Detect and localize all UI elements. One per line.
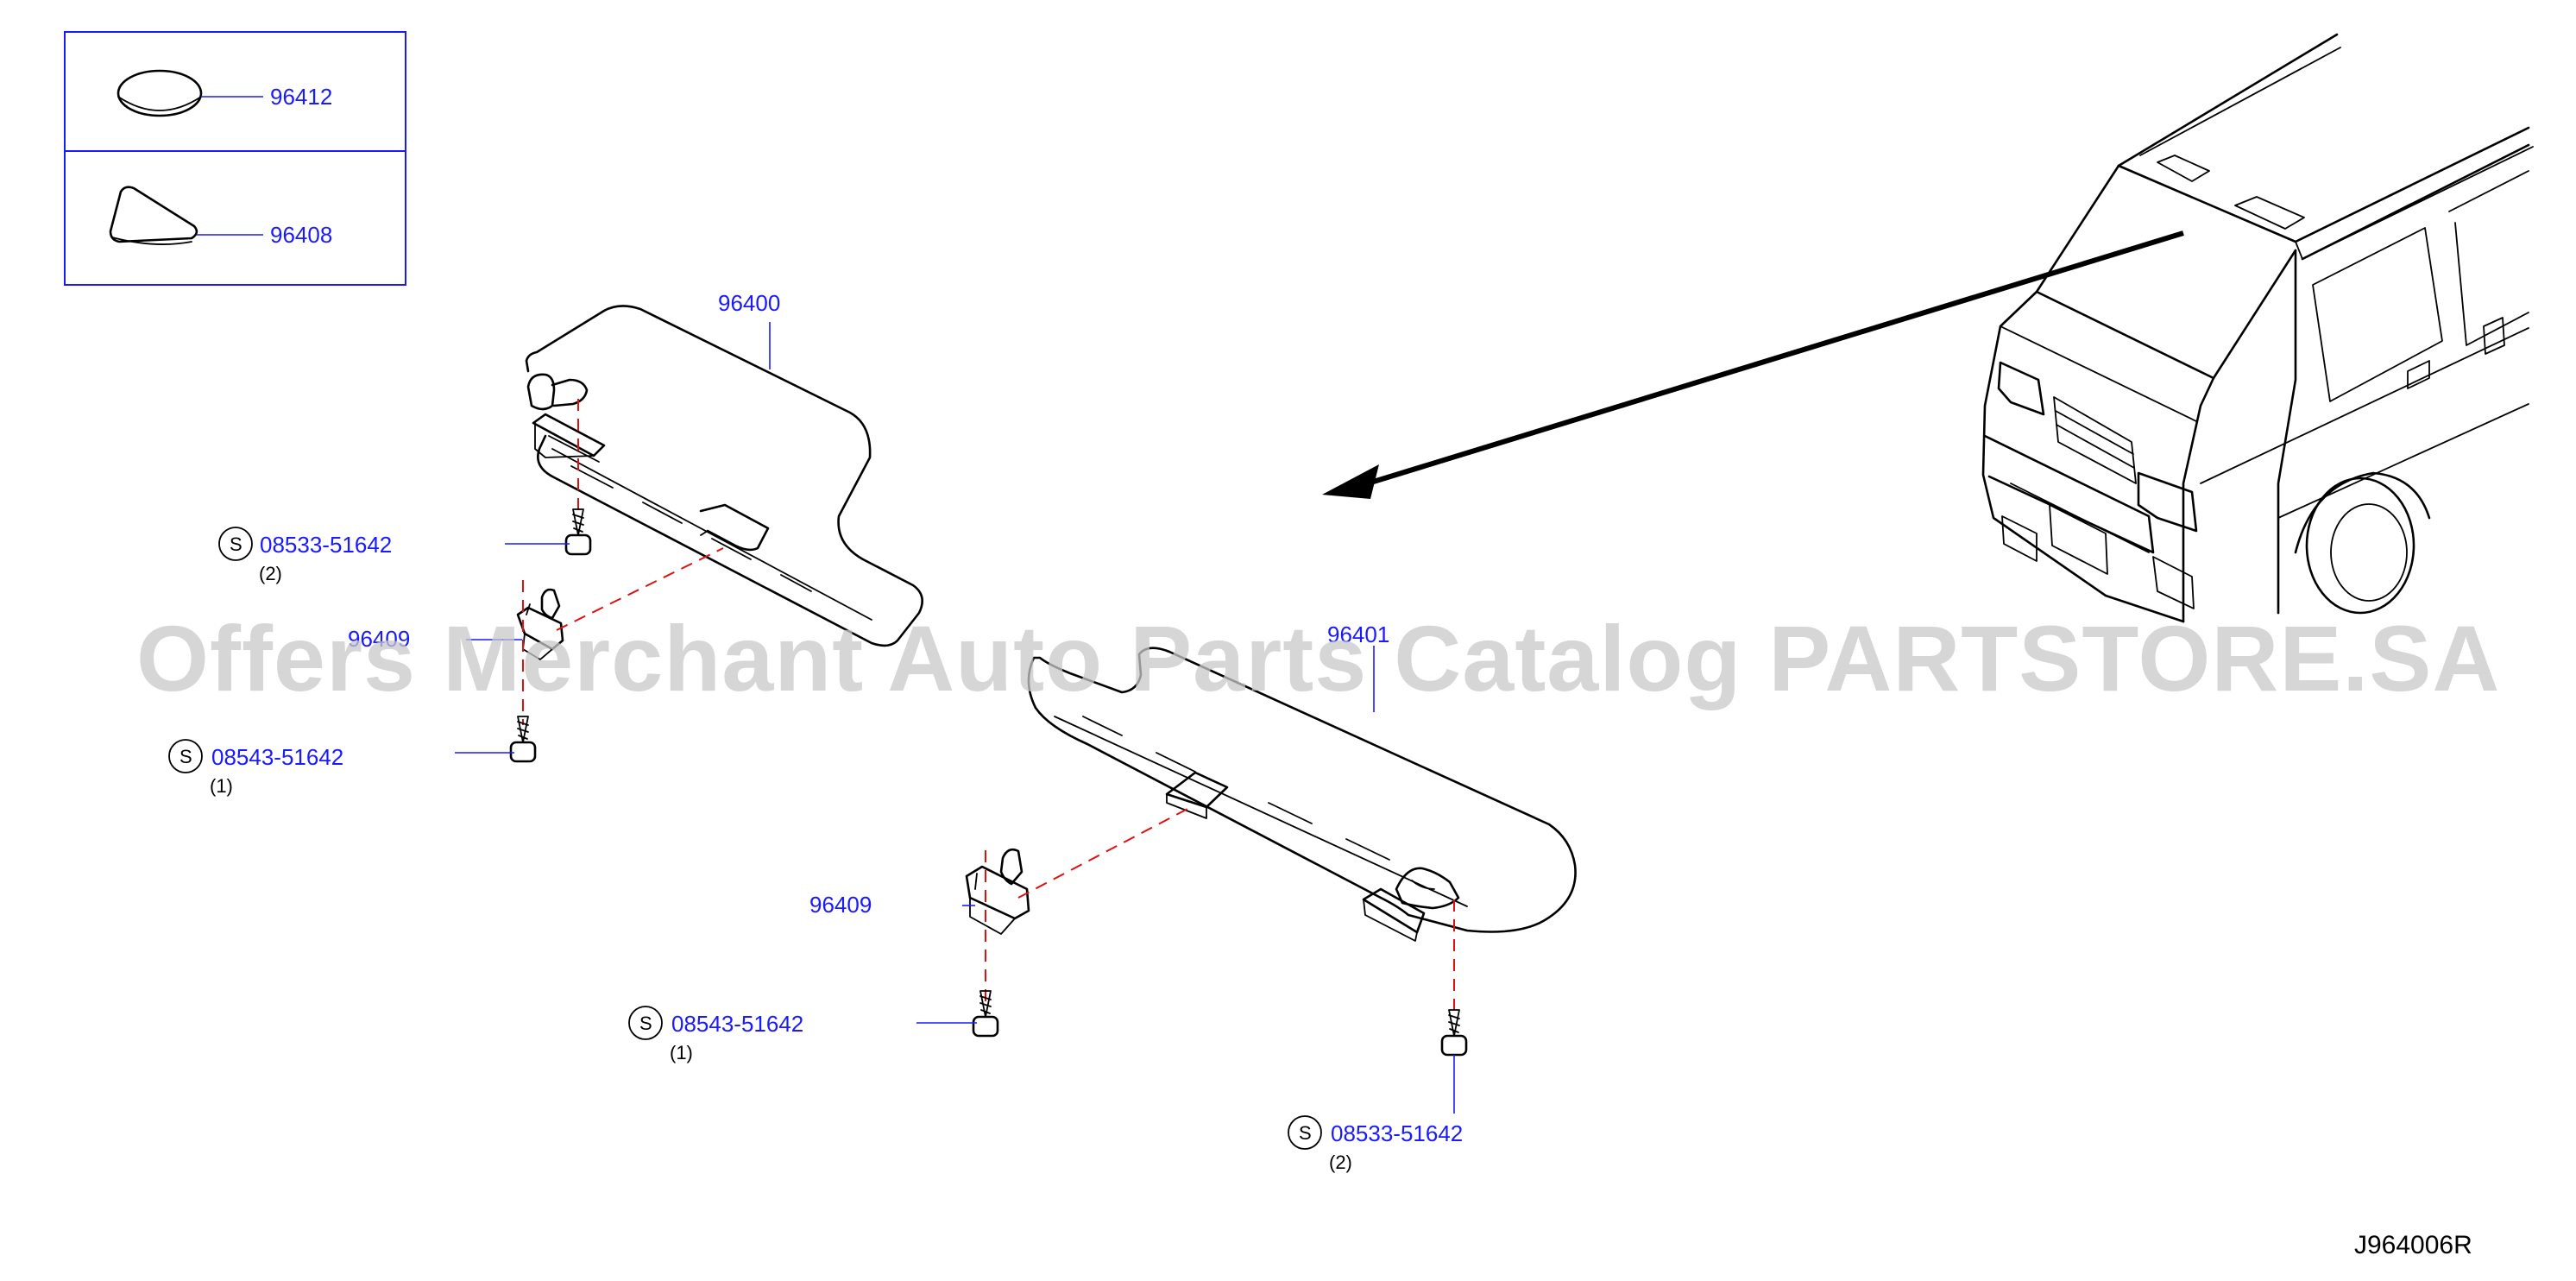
screw-4-qty: (2)	[1329, 1152, 1352, 1173]
visor-holder-right	[965, 848, 1030, 935]
screw-2-icon	[509, 716, 537, 763]
svg-text:S: S	[1299, 1122, 1312, 1144]
visor-left-label[interactable]: 96400	[718, 290, 780, 316]
holder-left-label[interactable]: 96409	[348, 626, 410, 652]
inset-box: 96412 96408	[64, 31, 406, 286]
screw-4-part-label[interactable]: 08533-51642	[1331, 1120, 1463, 1146]
screw-3-part-label[interactable]: 08543-51642	[671, 1011, 803, 1037]
screw-3-qty: (1)	[670, 1042, 693, 1063]
screw-callout-1: S 08533-51642 (2)	[218, 527, 392, 584]
sun-visor-right	[1027, 647, 1577, 942]
assembly-dashed-lines	[522, 399, 1455, 1010]
screw-2-qty: (1)	[210, 775, 233, 797]
location-arrow-icon	[1322, 230, 2184, 499]
cap-triangle-icon	[109, 186, 198, 245]
watermark-text: Offers Merchant Auto Parts Catalog PARTS…	[136, 606, 2500, 710]
inset-part-96412-label[interactable]: 96412	[270, 84, 332, 110]
visor-right-label[interactable]: 96401	[1327, 622, 1389, 647]
screw-callout-2: S 08543-51642 (1)	[168, 739, 343, 797]
diagram-code: J964006R	[2354, 1231, 2472, 1259]
screw-4-icon	[1440, 1009, 1468, 1057]
screw-callout-4: S 08533-51642 (2)	[1288, 1115, 1463, 1173]
sun-visor-left	[525, 305, 923, 647]
cap-round-icon	[117, 69, 203, 117]
svg-text:S: S	[180, 746, 192, 767]
screw-3-icon	[972, 990, 999, 1038]
svg-text:S: S	[230, 533, 242, 555]
svg-text:S: S	[639, 1013, 652, 1034]
screw-1-icon	[564, 508, 592, 556]
screw-1-qty: (2)	[259, 563, 282, 584]
screw-callout-3: S 08543-51642 (1)	[628, 1006, 803, 1063]
inset-part-96408-label[interactable]: 96408	[270, 222, 332, 248]
screw-2-part-label[interactable]: 08543-51642	[211, 744, 343, 770]
van-illustration	[1981, 33, 2534, 623]
holder-right-label[interactable]: 96409	[809, 892, 872, 918]
screw-1-part-label[interactable]: 08533-51642	[260, 532, 392, 558]
